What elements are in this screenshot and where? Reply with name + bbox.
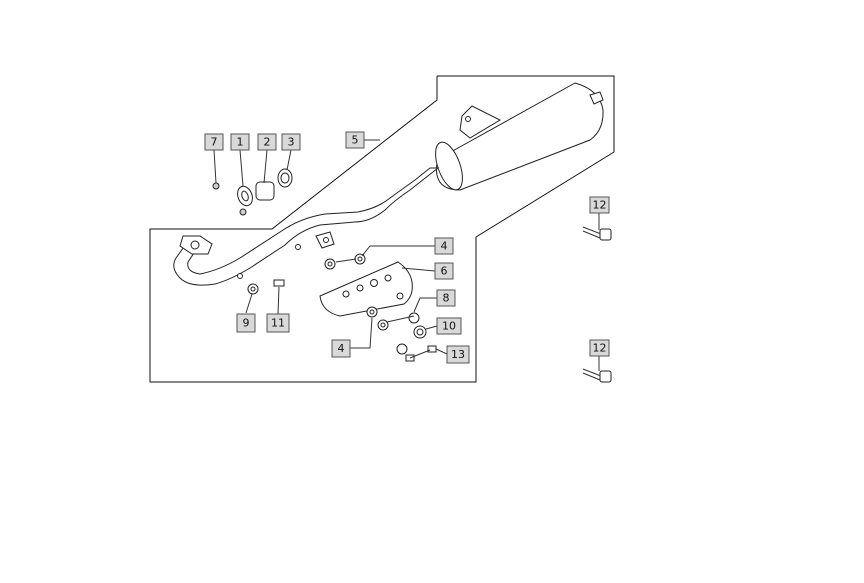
callout-3: 3 xyxy=(281,133,301,151)
callout-4-lower-label: 4 xyxy=(338,342,345,355)
callout-10-label: 10 xyxy=(442,320,456,333)
callout-13: 13 xyxy=(446,345,470,364)
callout-8-label: 8 xyxy=(443,292,450,305)
callout-11: 11 xyxy=(266,313,290,333)
callout-4-upper: 4 xyxy=(434,237,454,255)
callout-11-label: 11 xyxy=(271,317,285,330)
callout-2: 2 xyxy=(257,133,277,151)
callout-10: 10 xyxy=(436,317,462,335)
callout-6-label: 6 xyxy=(441,265,448,278)
callout-13-label: 13 xyxy=(451,348,465,361)
callout-9-label: 9 xyxy=(243,317,250,330)
callout-6: 6 xyxy=(434,262,454,280)
callout-4-upper-label: 4 xyxy=(441,240,448,253)
callout-7-label: 7 xyxy=(211,136,218,149)
callout-1: 1 xyxy=(230,133,250,151)
callout-8: 8 xyxy=(436,289,456,307)
callout-12-upper-label: 12 xyxy=(593,199,607,212)
bolt-upper xyxy=(582,226,612,241)
heat-shield xyxy=(319,261,413,317)
callout-7: 7 xyxy=(204,133,224,151)
leader-lines xyxy=(213,139,600,371)
callout-3-label: 3 xyxy=(288,136,295,149)
callout-5: 5 xyxy=(345,131,365,149)
callout-2-label: 2 xyxy=(264,136,271,149)
bolt-lower xyxy=(582,368,612,383)
callout-4-lower: 4 xyxy=(331,339,351,358)
callout-12-lower-label: 12 xyxy=(593,342,607,355)
assembly-frame xyxy=(149,75,615,383)
exhaust-pipe xyxy=(173,167,440,286)
callout-9: 9 xyxy=(236,313,256,333)
flange-parts xyxy=(212,168,293,216)
muffler xyxy=(435,82,604,191)
callout-12-lower: 12 xyxy=(589,339,610,357)
callout-5-label: 5 xyxy=(352,134,359,147)
callout-1-label: 1 xyxy=(237,136,244,149)
callout-12-upper: 12 xyxy=(589,196,610,214)
